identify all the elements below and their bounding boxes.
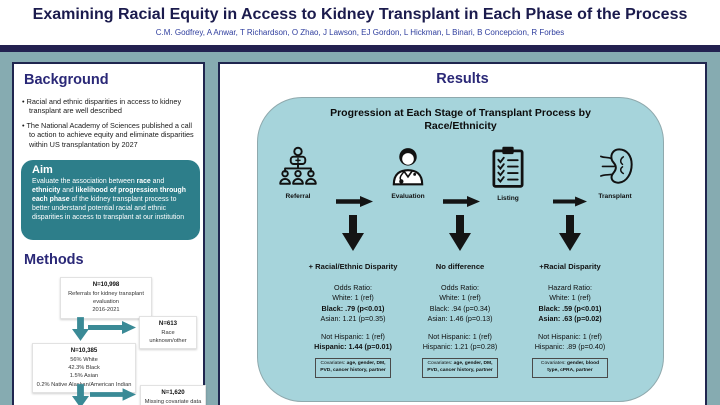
stat-not-hispanic: Not Hispanic: 1 (ref) (321, 331, 385, 341)
stage-label: Listing (497, 195, 519, 202)
ratio-label: Hazard Ratio: (548, 283, 592, 292)
covariates-list: age, gender, DM, PVD, cancer history, pa… (427, 361, 493, 374)
aim-text-part: Evaluate the association between (32, 178, 137, 185)
left-panel: Background Racial and ethnic disparities… (12, 62, 206, 405)
covariates-box: Covariates: gender, blood type, cPRA, pa… (532, 358, 608, 379)
flow-box-cohort: N=10,385 56% White 42.3% Black 1.5% Asia… (32, 343, 136, 393)
aim-text-part: and (150, 178, 165, 185)
aim-box: Aim Evaluate the association between rac… (21, 160, 200, 240)
flow-box-cohort-line: 42.3% Black (68, 365, 100, 372)
stage-label: Referral (285, 193, 311, 200)
stage-referral: Referral (266, 146, 330, 200)
result-column-listing-transplant: +Racial Disparity Hazard Ratio: White: 1… (505, 262, 635, 379)
aim-text-part: and (60, 187, 76, 195)
flow-box-referrals-line: 2016-2021 (92, 307, 120, 314)
transition-down-arrow-icon (342, 215, 364, 251)
flow-box-missing-covariates: N=1,620 Missing covariate data (140, 385, 206, 405)
poster-title: Examining Racial Equity in Access to Kid… (32, 6, 688, 23)
covariates-prefix: Covariates: (320, 361, 346, 367)
column-header: +Racial Disparity (539, 262, 601, 271)
flow-box-cohort-n: N=10,385 (70, 347, 98, 354)
background-bullet-1: Racial and ethnic disparities in access … (22, 97, 198, 116)
aim-text-bold: likelihood of progression through each p… (32, 187, 186, 204)
aim-text-bold: race (136, 178, 151, 185)
stage-listing: Listing (476, 146, 540, 202)
stage-evaluation: Evaluation (376, 146, 440, 200)
flow-box-cohort-line: 1.5% Asian (69, 373, 99, 380)
flow-box-referrals: N=10,998 Referrals for kidney transplant… (60, 277, 152, 319)
flow-box-race-unknown: N=613 Race unknown/other (139, 316, 197, 350)
listing-icon (492, 146, 524, 188)
transition-down-arrow-icon (559, 215, 581, 251)
diagram-title-line: Progression at Each Stage of Transplant … (330, 107, 591, 119)
flow-box-race-unknown-n: N=613 (158, 320, 178, 327)
stage-label: Transplant (598, 193, 632, 200)
stat-black: Black: .59 (p<0.01) (538, 303, 602, 313)
covariates-box: Covariates: age, gender, DM, PVD, cancer… (422, 358, 498, 379)
transplant-icon (600, 148, 633, 184)
stat-asian: Asian: 1.46 (p=0.13) (427, 314, 493, 324)
stage-transplant: Transplant (583, 146, 647, 200)
covariates-prefix: Covariates: (540, 361, 566, 367)
column-header: + Racial/Ethnic Disparity (308, 262, 398, 271)
stat-not-hispanic: Not Hispanic: 1 (ref) (428, 331, 492, 341)
stage-right-arrow-icon (553, 196, 587, 207)
result-column-referral-evaluation: + Racial/Ethnic Disparity Odds Ratio: Wh… (288, 262, 418, 379)
flow-box-referrals-line: evaluation (93, 299, 119, 306)
header-divider-bar (0, 45, 720, 52)
diagram-title-line: Race/Ethnicity (424, 120, 497, 133)
stat-white: White: 1 (ref) (549, 293, 591, 303)
aim-text-part: of the kidney transplant process to bett… (32, 196, 185, 222)
flow-box-cohort-line: 56% White (70, 356, 98, 363)
results-panel: Results Progression at Each Stage of Tra… (218, 62, 707, 405)
flow-down-arrow-icon (72, 317, 89, 341)
column-header: No difference (435, 262, 485, 271)
poster-body: Background Racial and ethnic disparities… (0, 52, 720, 405)
author-list: C.M. Godfrey, A Anwar, T Richardson, O Z… (155, 28, 565, 37)
flow-box-missing-covariates-label: Missing covariate data (144, 398, 202, 405)
evaluation-icon (392, 148, 424, 186)
stat-not-hispanic: Not Hispanic: 1 (ref) (538, 331, 602, 341)
covariates-prefix: Covariates: (427, 361, 453, 367)
stat-hispanic: Hispanic: .89 (p=0.40) (534, 342, 606, 352)
ratio-label: Odds Ratio: (334, 283, 372, 292)
background-heading: Background (24, 72, 109, 88)
stat-hispanic: Hispanic: 1.44 (p=0.01) (314, 342, 392, 352)
results-heading: Results (436, 71, 489, 87)
flow-box-missing-covariates-n: N=1,620 (161, 389, 185, 396)
stat-hispanic: Hispanic: 1.21 (p=0.28) (422, 342, 498, 352)
stat-asian: Asian: .63 (p=0.02) (538, 314, 602, 324)
flow-down-arrow-icon (72, 384, 89, 405)
transition-down-arrow-icon (449, 215, 471, 251)
covariates-list: gender, blood type, cPRA, partner (547, 361, 600, 374)
diagram-title: Progression at Each Stage of Transplant … (258, 107, 663, 133)
poster-header: Examining Racial Equity in Access to Kid… (0, 0, 720, 45)
background-bullet-2: The National Academy of Sciences publish… (22, 121, 198, 149)
ratio-label: Odds Ratio: (441, 283, 479, 292)
covariates-box: Covariates: age, gender, DM, PVD, cancer… (315, 358, 391, 379)
aim-heading: Aim (32, 164, 53, 176)
flow-box-referrals-n: N=10,998 (92, 281, 120, 288)
stat-asian: Asian: 1.21 (p=0.35) (320, 314, 386, 324)
stage-right-arrow-icon (336, 196, 373, 207)
stat-white: White: 1 (ref) (439, 293, 481, 303)
covariates-list: age, gender, DM, PVD, cancer history, pa… (320, 361, 386, 374)
referral-icon (279, 146, 317, 185)
stage-label: Evaluation (391, 193, 425, 200)
stat-black: Black: .79 (p<0.01) (321, 303, 385, 313)
stat-white: White: 1 (ref) (332, 293, 374, 303)
flow-box-referrals-line: Referrals for kidney transplant (68, 290, 144, 297)
flow-box-cohort-line: 0.2% Native Alaskan/American Indian (36, 381, 132, 388)
methods-heading: Methods (24, 252, 84, 268)
stage-right-arrow-icon (443, 196, 480, 207)
aim-text: Evaluate the association between race an… (32, 177, 190, 223)
progression-diagram-box: Progression at Each Stage of Transplant … (257, 97, 664, 402)
result-column-evaluation-listing: No difference Odds Ratio: White: 1 (ref)… (395, 262, 525, 379)
flow-box-race-unknown-label: Race unknown/other (149, 329, 187, 345)
flow-right-arrow-icon (88, 321, 136, 334)
aim-text-bold: ethnicity (32, 187, 61, 195)
stat-black: Black: .94 (p=0.34) (429, 303, 491, 313)
flow-right-arrow-icon (90, 388, 136, 401)
